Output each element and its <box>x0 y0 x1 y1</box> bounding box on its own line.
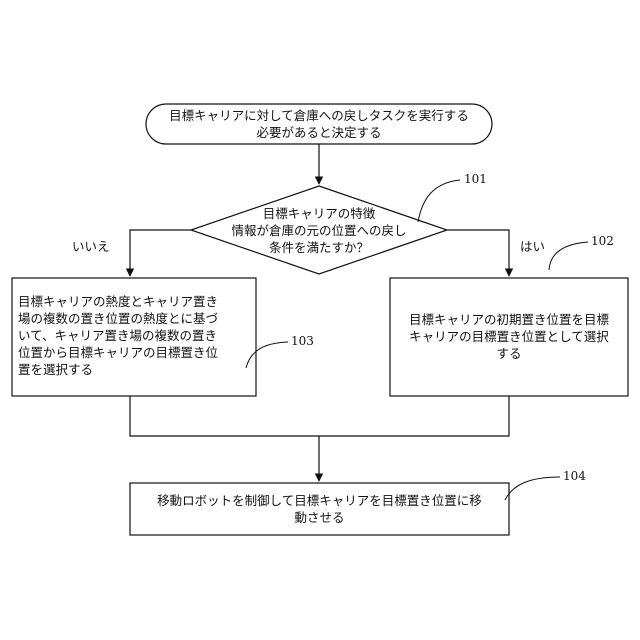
step-left-text: 目標キャリアの熱度とキャリア置き 場の複数の置き位置の熱度とに基づ いて、キャリ… <box>18 293 252 378</box>
ref-101: 101 <box>464 172 487 186</box>
step-left-line4: 位置から目標キャリアの目標置き位 <box>18 344 252 361</box>
ref-102-leader <box>549 242 588 270</box>
start-text: 目標キャリアに対して倉庫への戻しタスクを実行する 必要があると決定する <box>146 107 492 141</box>
decision-text-line2: 情報が倉庫の元の位置への戻し <box>191 222 447 239</box>
step-right-line1: 目標キャリアの初期置き位置を目標 <box>390 311 628 328</box>
step-final-line2: 動させる <box>130 509 509 526</box>
start-text-line2: 必要があると決定する <box>146 124 492 141</box>
start-text-line1: 目標キャリアに対して倉庫への戻しタスクを実行する <box>146 107 492 124</box>
step-left-line3: いて、キャリア置き場の複数の置き <box>18 327 252 344</box>
merge-line <box>130 396 509 436</box>
step-right-line2: キャリアの目標置き位置として選択 <box>390 328 628 345</box>
decision-text: 目標キャリアの特徴 情報が倉庫の元の位置への戻し 条件を満たすか？ <box>191 205 447 256</box>
ref-104: 104 <box>563 469 586 483</box>
ref-104-leader <box>505 477 560 500</box>
branch-no-line <box>130 230 191 276</box>
ref-103: 103 <box>291 334 314 348</box>
step-left-line2: 場の複数の置き位置の熱度とに基づ <box>18 310 252 327</box>
step-left-line1: 目標キャリアの熱度とキャリア置き <box>18 293 252 310</box>
decision-text-line3: 条件を満たすか？ <box>191 239 447 256</box>
ref-102: 102 <box>591 234 614 248</box>
step-final-text: 移動ロボットを制御して目標キャリアを目標置き位置に移 動させる <box>130 492 509 526</box>
step-right-line3: する <box>390 345 628 362</box>
decision-text-line1: 目標キャリアの特徴 <box>191 205 447 222</box>
branch-yes-label: はい <box>520 236 545 255</box>
branch-no-label: いいえ <box>72 236 110 255</box>
step-left-line5: 置を選択する <box>18 361 252 378</box>
branch-yes-line <box>447 230 509 276</box>
step-right-text: 目標キャリアの初期置き位置を目標 キャリアの目標置き位置として選択 する <box>390 311 628 362</box>
step-final-line1: 移動ロボットを制御して目標キャリアを目標置き位置に移 <box>130 492 509 509</box>
